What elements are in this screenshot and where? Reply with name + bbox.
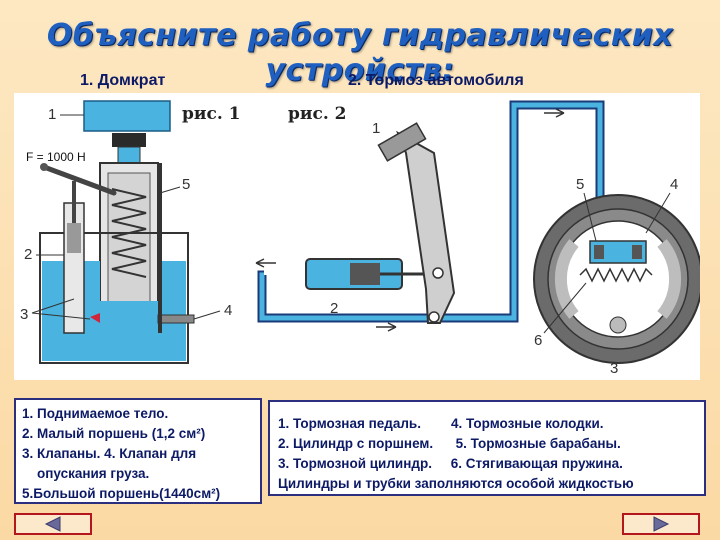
brake-diagram: рис. 2 1 2 [255, 100, 703, 377]
return-spring [579, 267, 653, 283]
fig1-number-3: 3 [20, 306, 28, 323]
fig1-number-1: 1 [48, 106, 56, 123]
piston-rod [117, 146, 141, 164]
valve-mark [90, 313, 100, 323]
fig1-label: рис. 1 [182, 104, 241, 124]
brake-shoe-right [657, 239, 682, 319]
fig2-label: рис. 2 [288, 104, 347, 124]
brake-pedal-arm [396, 130, 456, 324]
hydraulic-diagrams: рис. 1 F = 1000 Н 1 5 2 3 4 рис. 2 [20, 100, 703, 377]
legend-jack-line: 2. Малый поршень (1,2 см²) [22, 426, 206, 441]
fig2-number-2: 2 [330, 300, 338, 317]
fig2-number-4: 4 [670, 176, 678, 193]
legend-brake-line: 2. Цилиндр с поршнем. 5. Тормозные бараб… [278, 436, 621, 451]
slide-title: Объясните работу гидравлических устройст… [46, 18, 674, 88]
legend-jack: 1. Поднимаемое тело. 2. Малый поршень (1… [14, 398, 262, 504]
fig2-number-5: 5 [576, 176, 584, 193]
legend-brake: 1. Тормозная педаль. 4. Тормозные колодк… [268, 400, 706, 496]
brake-pipe [259, 102, 603, 321]
fig2-number-3: 3 [610, 360, 618, 377]
next-slide-button[interactable] [622, 513, 700, 535]
prev-slide-button[interactable] [14, 513, 92, 535]
fluid-under-piston [100, 301, 158, 333]
fig1-number-5: 5 [182, 176, 190, 193]
legend-jack-line: 5.Большой поршень(1440см²) [22, 486, 221, 501]
small-piston [67, 223, 81, 253]
legend-jack-line: 1. Поднимаемое тело. [22, 406, 169, 421]
legend-brake-line: 3. Тормозной цилиндр. 6. Стягивающая пру… [278, 456, 623, 471]
flow-arrow-top [544, 108, 565, 118]
fig1-number-2: 2 [24, 246, 32, 263]
master-piston [350, 263, 380, 285]
brake-shoe-left [554, 239, 579, 319]
fig1-number-4: 4 [224, 302, 232, 319]
piston-cap [112, 133, 146, 147]
flow-arrow-bottom [376, 322, 397, 332]
fig2-number-1: 1 [372, 120, 380, 137]
brake-pedal-pad [377, 122, 427, 162]
legend-brake-line: 1. Тормозная педаль. 4. Тормозные колодк… [278, 416, 604, 431]
triangle-right-icon [653, 516, 670, 532]
lifted-body [83, 100, 171, 132]
caption-jack: 1. Домкрат [80, 72, 166, 89]
jack-diagram: рис. 1 F = 1000 Н 1 5 2 3 4 [20, 100, 241, 364]
fig2-number-6: 6 [534, 332, 542, 349]
release-valve [157, 314, 195, 324]
jack-body [39, 232, 189, 364]
legend-jack-line: опускания груза. [22, 466, 150, 481]
legend-brake-line: Цилиндры и трубки заполняются особой жид… [278, 476, 634, 491]
force-label: F = 1000 Н [26, 150, 86, 164]
caption-brake: 2. Тормоз автомобиля [348, 72, 524, 89]
legend-jack-line: 3. Клапаны. 4. Клапан для [22, 446, 197, 461]
triangle-left-icon [44, 516, 61, 532]
fluid-bottom [42, 333, 186, 361]
flow-arrow-left [255, 258, 276, 268]
diagram-panel: рис. 1 F = 1000 Н 1 5 2 3 4 рис. 2 [14, 93, 703, 380]
lever [41, 164, 117, 196]
